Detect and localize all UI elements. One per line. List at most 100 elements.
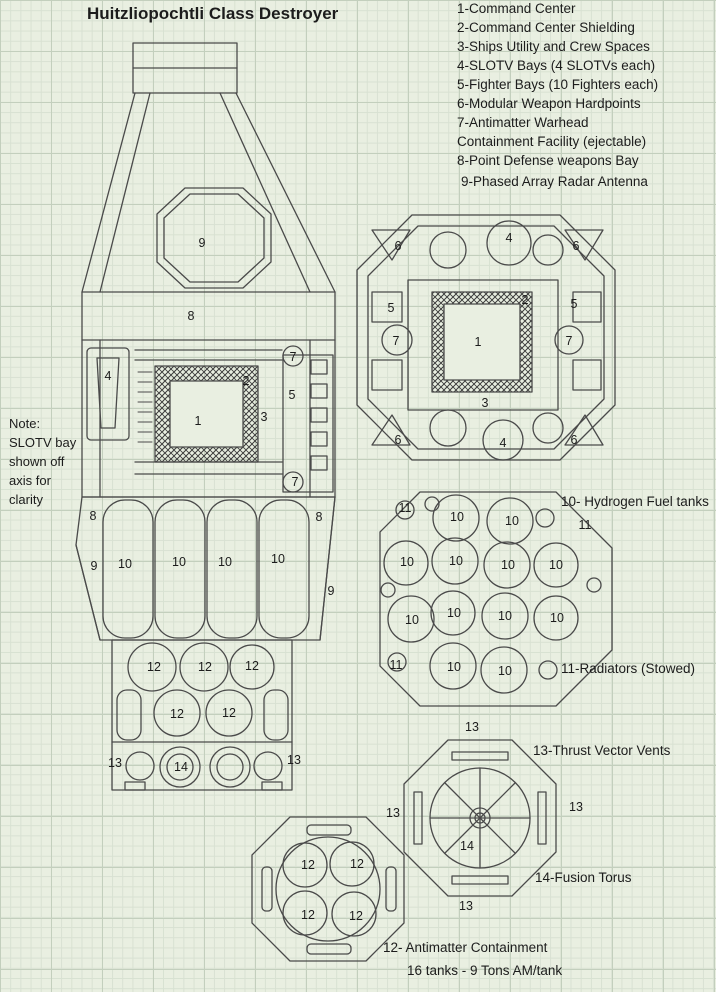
engine-octagon	[403, 739, 557, 897]
page-title: Huitzliopochtli Class Destroyer	[87, 4, 339, 23]
fuel-tank	[486, 497, 534, 545]
label-radiator: 11	[389, 658, 403, 672]
fuel-tank	[483, 541, 531, 589]
label-antimatter-tank: 12	[198, 660, 212, 674]
label-hardpoint: 6	[394, 433, 402, 447]
label-fuel-tank: 10	[447, 606, 461, 620]
antimatter-tank	[282, 890, 328, 936]
legend-item: Containment Facility (ejectable)	[457, 134, 647, 149]
note-line: clarity	[9, 492, 43, 507]
radar-antenna	[156, 187, 272, 289]
label-antimatter-tank: 12	[350, 857, 364, 871]
slotv-bay	[486, 220, 532, 266]
callout-antimatter: 12- Antimatter Containment	[383, 940, 548, 955]
label-radar: 9	[327, 584, 335, 598]
legend-item: 4-SLOTV Bays (4 SLOTVs each)	[457, 58, 656, 73]
label-thrust-vent: 13	[386, 806, 400, 820]
callout-radiators: 11-Radiators (Stowed)	[561, 661, 696, 676]
note-line: Note:	[9, 416, 41, 431]
antimatter-view	[251, 816, 405, 962]
label-utility: 3	[260, 410, 268, 424]
label-fighter-bay: 5	[387, 301, 395, 315]
label-slotv: 4	[499, 436, 507, 450]
engine-view	[403, 739, 557, 897]
label-fuel-tank: 10	[450, 510, 464, 524]
warhead-containment	[381, 324, 413, 356]
note-line: shown off	[9, 454, 65, 469]
label-fusion-torus: 14	[174, 760, 188, 774]
slotv-bay	[482, 419, 524, 461]
label-radar: 9	[198, 236, 206, 250]
label-thrust-vent: 13	[108, 756, 122, 770]
legend-item: 3-Ships Utility and Crew Spaces	[457, 39, 650, 54]
fuel-tank	[432, 494, 480, 542]
warhead-containment	[554, 325, 584, 355]
command-center	[169, 380, 244, 448]
label-hardpoint: 6	[572, 239, 580, 253]
label-slotv: 4	[104, 369, 112, 383]
callout-fusion: 14-Fusion Torus	[535, 870, 632, 885]
label-radiator: 11	[398, 501, 412, 515]
fighter-bay	[282, 354, 334, 493]
label-thrust-vent: 13	[287, 753, 301, 767]
label-antimatter-tank: 12	[147, 660, 161, 674]
command-center	[443, 303, 521, 381]
warhead-containment-upper	[282, 345, 304, 367]
label-thrust-vent: 13	[569, 800, 583, 814]
legend-item: 5-Fighter Bays (10 Fighters each)	[457, 77, 659, 92]
label-antimatter-tank: 12	[301, 908, 315, 922]
fuel-tank	[258, 499, 310, 639]
label-fuel-tank: 10	[550, 611, 564, 625]
fuel-tank	[533, 542, 579, 588]
label-fuel-tank: 10	[498, 664, 512, 678]
fuel-tank	[154, 499, 206, 639]
label-antimatter-tank: 12	[222, 706, 236, 720]
label-radar: 9	[90, 559, 98, 573]
legend-item: 2-Command Center Shielding	[457, 20, 635, 35]
note: Note: SLOTV bay shown off axis for clari…	[9, 414, 76, 509]
legend-item: 6-Modular Weapon Hardpoints	[457, 96, 641, 111]
label-fuel-tank: 10	[501, 558, 515, 572]
note-line: SLOTV bay	[9, 435, 77, 450]
label-fighter-bay: 5	[288, 388, 296, 402]
label-warhead: 7	[289, 350, 297, 364]
fuel-tank	[102, 499, 154, 639]
fuel-section-view	[379, 491, 613, 707]
label-command-center: 1	[194, 414, 202, 428]
note-line: axis for	[9, 473, 51, 488]
fuel-tank	[431, 537, 479, 585]
antimatter-octagon	[251, 816, 405, 962]
label-hardpoint: 6	[570, 433, 578, 447]
label-fuel-tank: 10	[172, 555, 186, 569]
legend-item: 7-Antimatter Warhead	[457, 115, 589, 130]
label-antimatter-tank: 12	[349, 909, 363, 923]
label-fighter-bay: 5	[570, 297, 578, 311]
fuel-tank	[383, 540, 429, 586]
label-fuel-tank: 10	[405, 613, 419, 627]
label-warhead: 7	[565, 334, 573, 348]
label-slotv: 4	[505, 231, 513, 245]
legend-item: 1-Command Center	[457, 1, 576, 16]
label-fuel-tank: 10	[271, 552, 285, 566]
label-antimatter-tank: 12	[245, 659, 259, 673]
label-fuel-tank: 10	[400, 555, 414, 569]
callout-antimatter-detail: 16 tanks - 9 Tons AM/tank	[407, 963, 563, 978]
fuel-tank	[480, 646, 528, 694]
label-utility: 3	[481, 396, 489, 410]
label-radiator: 11	[578, 518, 592, 532]
label-point-defense: 8	[89, 509, 97, 523]
label-hardpoint: 6	[394, 239, 402, 253]
antimatter-tank	[331, 891, 377, 937]
label-fuel-tank: 10	[449, 554, 463, 568]
label-thrust-vent: 13	[459, 899, 473, 913]
label-warhead: 7	[291, 475, 299, 489]
fuel-tank	[533, 595, 579, 641]
fuel-tank	[481, 592, 529, 640]
side-view	[75, 42, 336, 791]
label-fuel-tank: 10	[447, 660, 461, 674]
fuel-tank	[429, 642, 477, 690]
label-thrust-vent: 13	[465, 720, 479, 734]
callout-thrust: 13-Thrust Vector Vents	[533, 743, 671, 758]
legend-item: 9-Phased Array Radar Antenna	[461, 174, 648, 189]
